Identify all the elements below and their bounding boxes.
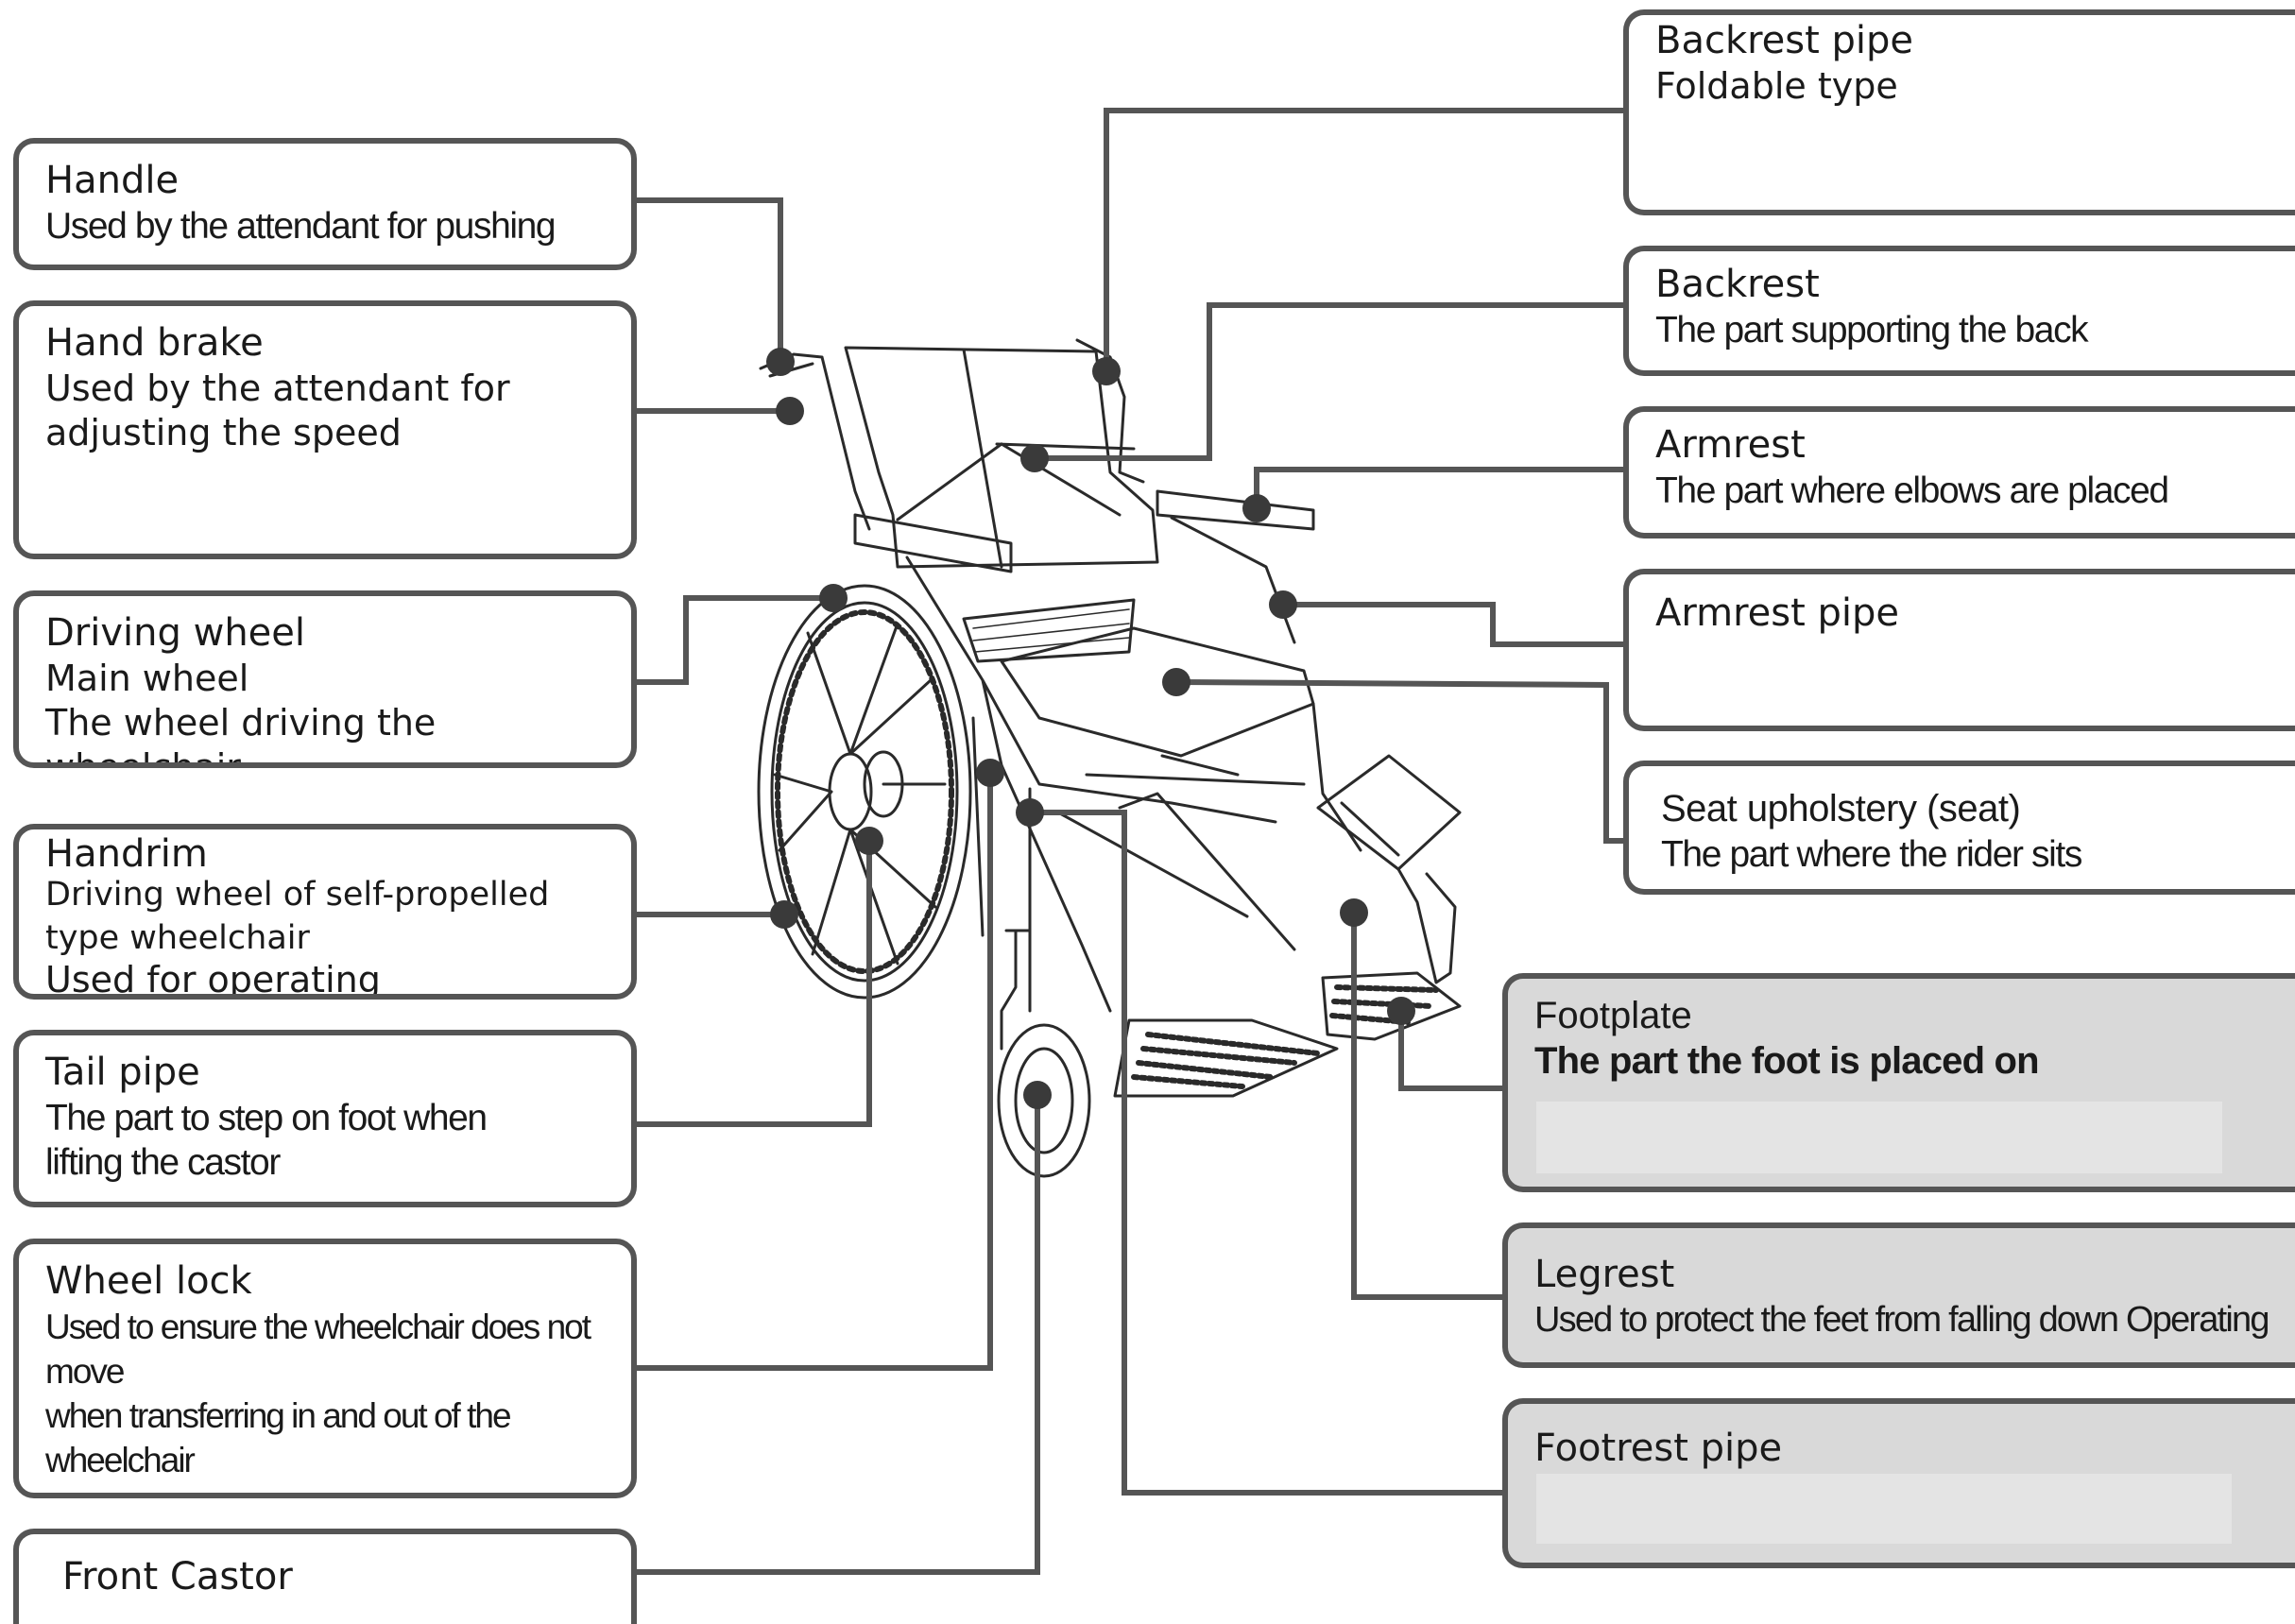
- label-backrest-pipe: Backrest pipe Foldable type: [1623, 9, 2295, 215]
- label-armrest-pipe: Armrest pipe: [1623, 569, 2295, 731]
- dot-hand-brake: [776, 397, 804, 425]
- label-legrest: Legrest Used to protect the feet from fa…: [1502, 1222, 2295, 1368]
- label-desc: Used by the attendant for pushing: [45, 206, 557, 247]
- label-desc: Used to ensure the wheelchair does not m…: [45, 1308, 591, 1479]
- leader-armrest: [1254, 467, 1625, 508]
- wheelchair-illustration: [757, 338, 1462, 1178]
- dot-backrest: [1020, 444, 1049, 472]
- dot-driving-wheel: [819, 584, 848, 612]
- label-desc: The part where elbows are placed: [1655, 470, 2169, 511]
- leader-armrest-pipe: [1283, 602, 1625, 647]
- shaded-band: [1536, 1102, 2222, 1173]
- leader-footrest-pipe: [1030, 810, 1504, 1496]
- leader-lines: [635, 108, 1625, 1575]
- leader-seat: [1175, 679, 1625, 844]
- leader-footplate: [1398, 1011, 1504, 1091]
- leader-dots: [766, 348, 1415, 1109]
- leader-driving-wheel: [635, 595, 833, 685]
- label-tail-pipe: Tail pipe The part to step on foot when …: [13, 1030, 637, 1207]
- label-seat-upholstery: Seat upholstery (seat) The part where th…: [1623, 761, 2295, 895]
- label-title: Backrest pipe: [1655, 19, 1914, 62]
- dot-handrim: [770, 900, 798, 929]
- label-title: Wheel lock: [45, 1259, 252, 1303]
- label-desc: Used to protect the feet from falling do…: [1534, 1300, 2269, 1340]
- label-title: Armrest: [1655, 423, 1806, 467]
- label-driving-wheel: Driving wheel Main wheel The wheel drivi…: [13, 590, 637, 768]
- label-desc: Main wheel The wheel driving the wheelch…: [45, 658, 437, 768]
- leader-backrest: [1035, 302, 1625, 461]
- leader-handle: [635, 197, 783, 362]
- label-wheel-lock: Wheel lock Used to ensure the wheelchair…: [13, 1239, 637, 1498]
- seat-drawing: [1000, 626, 1315, 758]
- label-desc-2: Used for operating: [45, 959, 381, 1000]
- dot-tail-pipe: [855, 827, 883, 855]
- label-desc: Foldable type: [1655, 65, 1898, 107]
- shaded-band: [1536, 1474, 2232, 1544]
- label-handle: Handle Used by the attendant for pushing: [13, 138, 637, 270]
- dot-handle: [766, 348, 795, 376]
- label-backrest: Backrest The part supporting the back: [1623, 246, 2295, 376]
- label-desc: The part supporting the back: [1655, 310, 2089, 350]
- armrest-left-drawing: [853, 513, 1013, 573]
- label-title: Legrest: [1534, 1253, 1675, 1296]
- handle-drawing: [759, 338, 1145, 531]
- front-castor-drawing: [997, 929, 1091, 1178]
- label-armrest: Armrest The part where elbows are placed: [1623, 406, 2295, 538]
- dot-armrest-pipe: [1269, 590, 1297, 619]
- leader-front-castor: [635, 1095, 1040, 1575]
- label-title: Handrim: [45, 832, 208, 876]
- dot-footplate: [1387, 997, 1415, 1025]
- label-title: Hand brake: [45, 321, 264, 365]
- label-desc: The part to step on foot when lifting th…: [45, 1098, 488, 1183]
- label-desc: Used by the attendant for adjusting the …: [45, 368, 510, 453]
- armrest-right-drawing: [1156, 489, 1315, 644]
- dot-legrest: [1340, 898, 1368, 927]
- dot-footrest-pipe: [1016, 798, 1044, 827]
- leader-legrest: [1351, 913, 1504, 1300]
- label-desc: Driving wheel of self-propelled type whe…: [45, 876, 550, 957]
- leader-tail-pipe: [635, 841, 872, 1127]
- label-footplate: Footplate The part the foot is placed on: [1502, 973, 2295, 1192]
- label-front-castor: Front Castor: [13, 1529, 637, 1624]
- driving-wheel-drawing: [757, 584, 972, 1000]
- label-footrest-pipe: Footrest pipe: [1502, 1398, 2295, 1568]
- backrest-drawing: [844, 346, 1159, 569]
- label-desc: The part the foot is placed on: [1534, 1040, 2040, 1082]
- leader-backrest-pipe: [1104, 108, 1625, 371]
- label-title: Footrest pipe: [1534, 1427, 1783, 1470]
- label-hand-brake: Hand brake Used by the attendant for adj…: [13, 300, 637, 559]
- label-title: Footplate: [1534, 995, 1692, 1036]
- frame-drawing: [905, 556, 1362, 1013]
- label-title: Front Castor: [62, 1555, 293, 1598]
- label-handrim: Handrim Driving wheel of self-propelled …: [13, 824, 637, 1000]
- label-title: Armrest pipe: [1655, 591, 1899, 635]
- label-title: Handle: [45, 159, 180, 202]
- label-desc: The part where the rider sits: [1661, 834, 2082, 875]
- label-title: Seat upholstery (seat): [1661, 788, 2021, 829]
- footplate-left-drawing: [1113, 1018, 1339, 1098]
- dot-wheel-lock: [976, 759, 1004, 787]
- label-title: Backrest: [1655, 263, 1820, 306]
- dot-front-castor: [1023, 1081, 1052, 1109]
- legrest-drawing: [1316, 754, 1462, 871]
- label-title: Driving wheel: [45, 611, 305, 655]
- leader-wheel-lock: [635, 773, 993, 1371]
- dot-backrest-pipe: [1092, 357, 1121, 385]
- dot-seat: [1162, 668, 1190, 696]
- dot-armrest: [1242, 494, 1271, 522]
- label-title: Tail pipe: [45, 1051, 200, 1094]
